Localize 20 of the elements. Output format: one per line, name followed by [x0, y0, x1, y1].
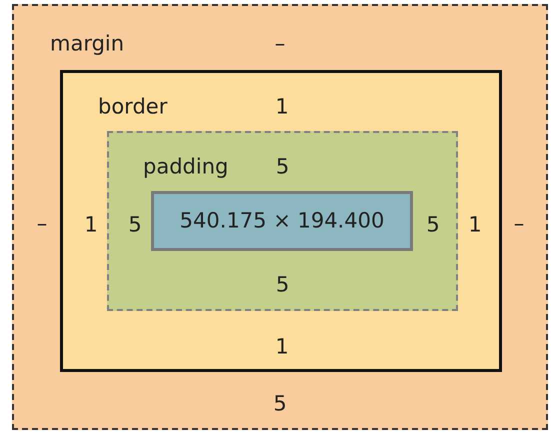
padding-bottom-value: 5 [276, 274, 290, 296]
border-bottom-value: 1 [275, 336, 289, 358]
content-size: 540.175 × 194.400 [180, 210, 384, 232]
border-top-value: 1 [275, 96, 289, 118]
content-box [151, 191, 413, 251]
padding-left-value: 5 [128, 214, 142, 236]
margin-label: margin [50, 34, 124, 54]
margin-bottom-value: 5 [273, 394, 287, 414]
border-label: border [98, 96, 168, 118]
margin-top-value: – [274, 34, 286, 54]
margin-box [12, 4, 548, 430]
border-left-value: 1 [84, 214, 98, 236]
padding-right-value: 5 [426, 214, 440, 236]
border-right-value: 1 [468, 214, 482, 236]
margin-right-value: – [514, 214, 524, 234]
padding-top-value: 5 [276, 156, 290, 178]
padding-box [107, 131, 458, 311]
padding-label: padding [143, 156, 228, 178]
border-box [60, 70, 502, 372]
margin-left-value: – [36, 214, 48, 234]
